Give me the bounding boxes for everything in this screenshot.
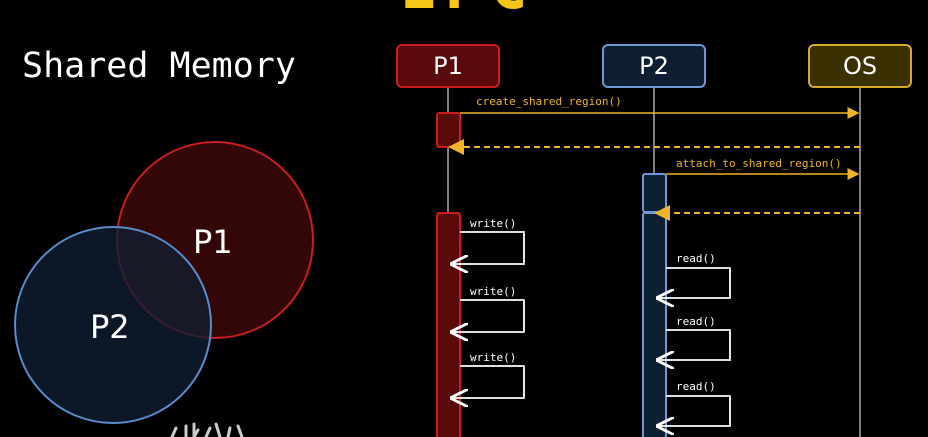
msg-create-label: create_shared_region() xyxy=(476,95,622,108)
msg-read-label-1: read() xyxy=(676,252,716,265)
msg-write-label-3: write() xyxy=(470,351,516,364)
activation-p2-attach xyxy=(642,173,667,213)
msg-read-loop-2 xyxy=(658,329,731,360)
msg-read-label-3: read() xyxy=(676,380,716,393)
venn-label-p2: P2 xyxy=(90,308,130,346)
handwriting-scribble xyxy=(170,422,244,437)
actor-p1: P1 xyxy=(396,44,500,88)
actor-os: OS xyxy=(808,44,912,88)
actor-p2: P2 xyxy=(602,44,706,88)
venn-label-p1: P1 xyxy=(193,223,233,261)
msg-write-label-1: write() xyxy=(470,217,516,230)
activation-p1-create xyxy=(436,112,461,148)
msg-write-loop-2 xyxy=(452,299,525,332)
msg-read-loop-1 xyxy=(658,267,731,298)
msg-read-label-2: read() xyxy=(676,315,716,328)
page-title: IPC xyxy=(400,0,580,12)
activation-p2-reads xyxy=(642,212,667,437)
venn-circle-p2 xyxy=(14,226,212,424)
msg-write-label-2: write() xyxy=(470,285,516,298)
msg-write-loop-3 xyxy=(452,365,525,398)
slide-subtitle: Shared Memory xyxy=(22,46,296,86)
msg-write-loop-1 xyxy=(452,231,525,264)
msg-attach-label: attach_to_shared_region() xyxy=(676,157,842,170)
msg-read-loop-3 xyxy=(658,395,731,426)
activation-p1-writes xyxy=(436,212,461,437)
